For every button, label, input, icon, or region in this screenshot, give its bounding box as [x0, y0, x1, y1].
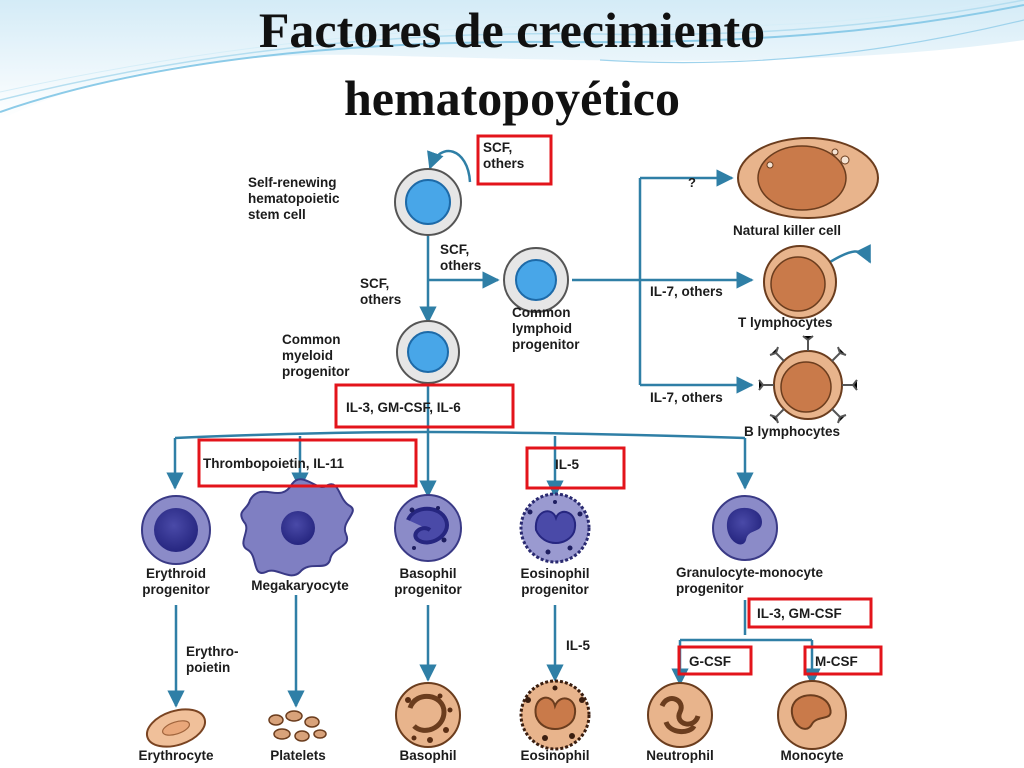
slide-title-line-1: Factores de crecimiento [258, 2, 766, 58]
arrow-myeloid-spread [174, 430, 746, 440]
neutrophil-icon [647, 682, 713, 748]
label-b-lymphocytes: B lymphocytes [744, 424, 840, 439]
t-lymphocyte-icon [763, 245, 837, 319]
monocyte-icon [777, 680, 847, 750]
nk-cell-icon [737, 137, 879, 219]
label-il5-2: IL-5 [566, 638, 590, 653]
highlight-il5 [525, 446, 626, 490]
label-scf-self: SCF,others [483, 140, 524, 171]
common-myeloid-cell-icon [396, 320, 460, 384]
label-myeloid-factors: IL-3, GM-CSF, IL-6 [346, 400, 461, 415]
gm-progenitor-icon [712, 495, 778, 561]
basophil-icon [395, 682, 461, 748]
label-il7-b: IL-7, others [650, 390, 723, 405]
label-erythrocyte: Erythrocyte [138, 748, 214, 763]
arrow-self-renew [427, 149, 472, 183]
erythroid-progenitor-icon [141, 495, 211, 565]
label-thrombopoietin: Thrombopoietin, IL-11 [203, 456, 344, 471]
eosinophil-progenitor-icon [519, 492, 591, 564]
label-scf-right: SCF,others [440, 242, 481, 273]
label-question: ? [688, 175, 696, 190]
slide-title-line-2: hematopoyético [343, 70, 681, 126]
basophil-progenitor-icon [394, 494, 462, 562]
platelets-icon [268, 710, 327, 742]
label-gcsf: G-CSF [689, 654, 731, 669]
stem-cell-icon [394, 168, 462, 236]
erythrocyte-icon [145, 708, 207, 748]
highlight-mcsf [803, 645, 883, 676]
label-erythropoietin: Erythro-poietin [186, 644, 239, 675]
label-scf-down: SCF,others [360, 276, 401, 307]
label-mcsf: M-CSF [815, 654, 858, 669]
label-nk-cell: Natural killer cell [733, 223, 841, 238]
arrow-gm-branch [680, 600, 812, 642]
label-megakaryocyte: Megakaryocyte [251, 578, 349, 593]
common-lymphoid-cell-icon [503, 247, 569, 313]
label-il5: IL-5 [555, 457, 579, 472]
highlight-boxes [197, 134, 883, 676]
label-t-lymphocytes: T lymphocytes [738, 315, 833, 330]
label-monocyte: Monocyte [780, 748, 843, 763]
highlight-myeloid-factors [334, 383, 515, 429]
arrow-t-cell-tail [829, 243, 872, 264]
label-il7-t: IL-7, others [650, 284, 723, 299]
label-il3-gmcsf: IL-3, GM-CSF [757, 606, 842, 621]
highlight-il3-gmcsf [747, 597, 873, 629]
label-eosinophil: Eosinophil [521, 748, 590, 763]
highlight-thrombopoietin [197, 438, 418, 488]
label-neutrophil: Neutrophil [646, 748, 714, 763]
label-platelets: Platelets [270, 748, 326, 763]
eosinophil-icon [519, 679, 591, 751]
diagram-panel [105, 128, 925, 768]
b-lymphocyte-icon [758, 335, 858, 424]
highlight-gcsf [677, 645, 753, 676]
highlight-scf-self [476, 134, 553, 186]
megakaryocyte-icon [240, 478, 354, 577]
label-basophil: Basophil [399, 748, 456, 763]
